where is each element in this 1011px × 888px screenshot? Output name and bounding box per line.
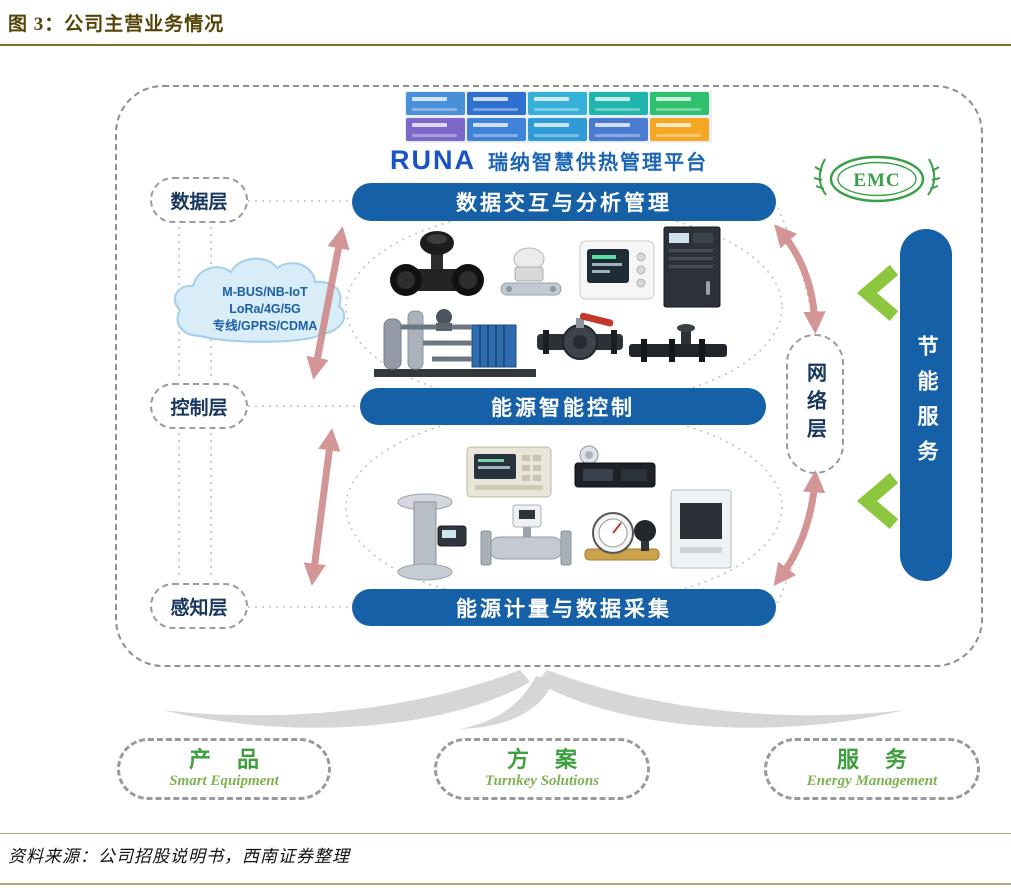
pill-services-en: Energy Management (806, 773, 938, 790)
photo-valve-actuator (500, 247, 562, 296)
chevron-left-icon (856, 265, 898, 321)
energy-service-label: 节能服务 (915, 335, 938, 475)
source-text: 资料来源：公司招股说明书，西南证券整理 (8, 847, 350, 866)
pill-solutions-cn: 方 案 (506, 746, 588, 772)
emc-logo: EMC (813, 155, 941, 203)
photo-data-collector (574, 445, 656, 488)
source-divider (0, 833, 1011, 834)
dashboard-tile (589, 118, 648, 141)
dashboard-tile (650, 92, 709, 115)
dashboard-tile (406, 118, 465, 141)
runa-logo: RUNA (390, 145, 476, 175)
dashboard-tile (406, 92, 465, 115)
pill-services-cn: 服 务 (836, 746, 918, 772)
cloud-line-2: LoRa/4G/5G (229, 302, 301, 316)
comm-protocol-cloud: M-BUS/NB-IoT LoRa/4G/5G 专线/GPRS/CDMA (174, 257, 346, 343)
photo-pipeline-valve (629, 324, 727, 362)
page-bottom-rule (0, 883, 1011, 885)
swoosh-connector (162, 670, 905, 729)
emc-text: EMC (853, 170, 900, 191)
dashboard-tile (528, 92, 587, 115)
photo-flow-meter-vertical (397, 493, 467, 581)
bar-energy-metering: 能源计量与数据采集 (352, 589, 776, 626)
photo-thermostat-controller (579, 240, 655, 300)
pill-solutions-en: Turnkey Solutions (484, 773, 600, 790)
dashboard-tile (467, 118, 526, 141)
photo-butterfly-valve (537, 312, 623, 360)
business-diagram-frame: RUNA 瑞纳智慧供热管理平台 数据层 控制层 感知层 数据交互与分析管理 能源… (115, 85, 983, 667)
photo-heat-exchange-unit (374, 309, 536, 377)
pill-products: 产 品 Smart Equipment (117, 738, 331, 800)
figure-title: 图 3：公司主营业务情况 (8, 14, 225, 35)
photo-heat-meter (584, 512, 660, 561)
layer-oval-control: 控制层 (150, 383, 248, 429)
cloud-line-1: M-BUS/NB-IoT (222, 285, 308, 299)
network-layer-oval: 网络层 (786, 334, 844, 474)
layer-oval-perception: 感知层 (150, 583, 248, 629)
photo-wall-mounted-terminal (670, 489, 732, 569)
photo-flow-meter-horizontal (480, 504, 572, 566)
pill-products-en: Smart Equipment (169, 773, 279, 790)
pill-solutions: 方 案 Turnkey Solutions (434, 738, 650, 800)
dashboard-tile (467, 92, 526, 115)
pill-services: 服 务 Energy Management (764, 738, 980, 800)
bar-energy-control: 能源智能控制 (360, 388, 766, 425)
energy-service-bar: 节能服务 (900, 229, 952, 581)
platform-name: 瑞纳智慧供热管理平台 (488, 152, 708, 174)
chevron-left-icon (856, 473, 898, 529)
title-underline (0, 44, 1011, 46)
bar-data-analysis: 数据交互与分析管理 (352, 183, 776, 221)
platform-dashboard-screenshot (405, 91, 712, 143)
cloud-line-3: 专线/GPRS/CDMA (213, 318, 318, 333)
network-layer-label: 网络层 (803, 362, 826, 446)
photo-control-cabinet (663, 226, 721, 308)
dashboard-tile (650, 118, 709, 141)
pill-products-cn: 产 品 (188, 746, 270, 772)
photo-plc-controller (466, 446, 552, 498)
layer-oval-data: 数据层 (150, 177, 248, 223)
dashboard-tile (589, 92, 648, 115)
platform-title-row: RUNA 瑞纳智慧供热管理平台 (117, 145, 981, 176)
dashboard-tile (528, 118, 587, 141)
